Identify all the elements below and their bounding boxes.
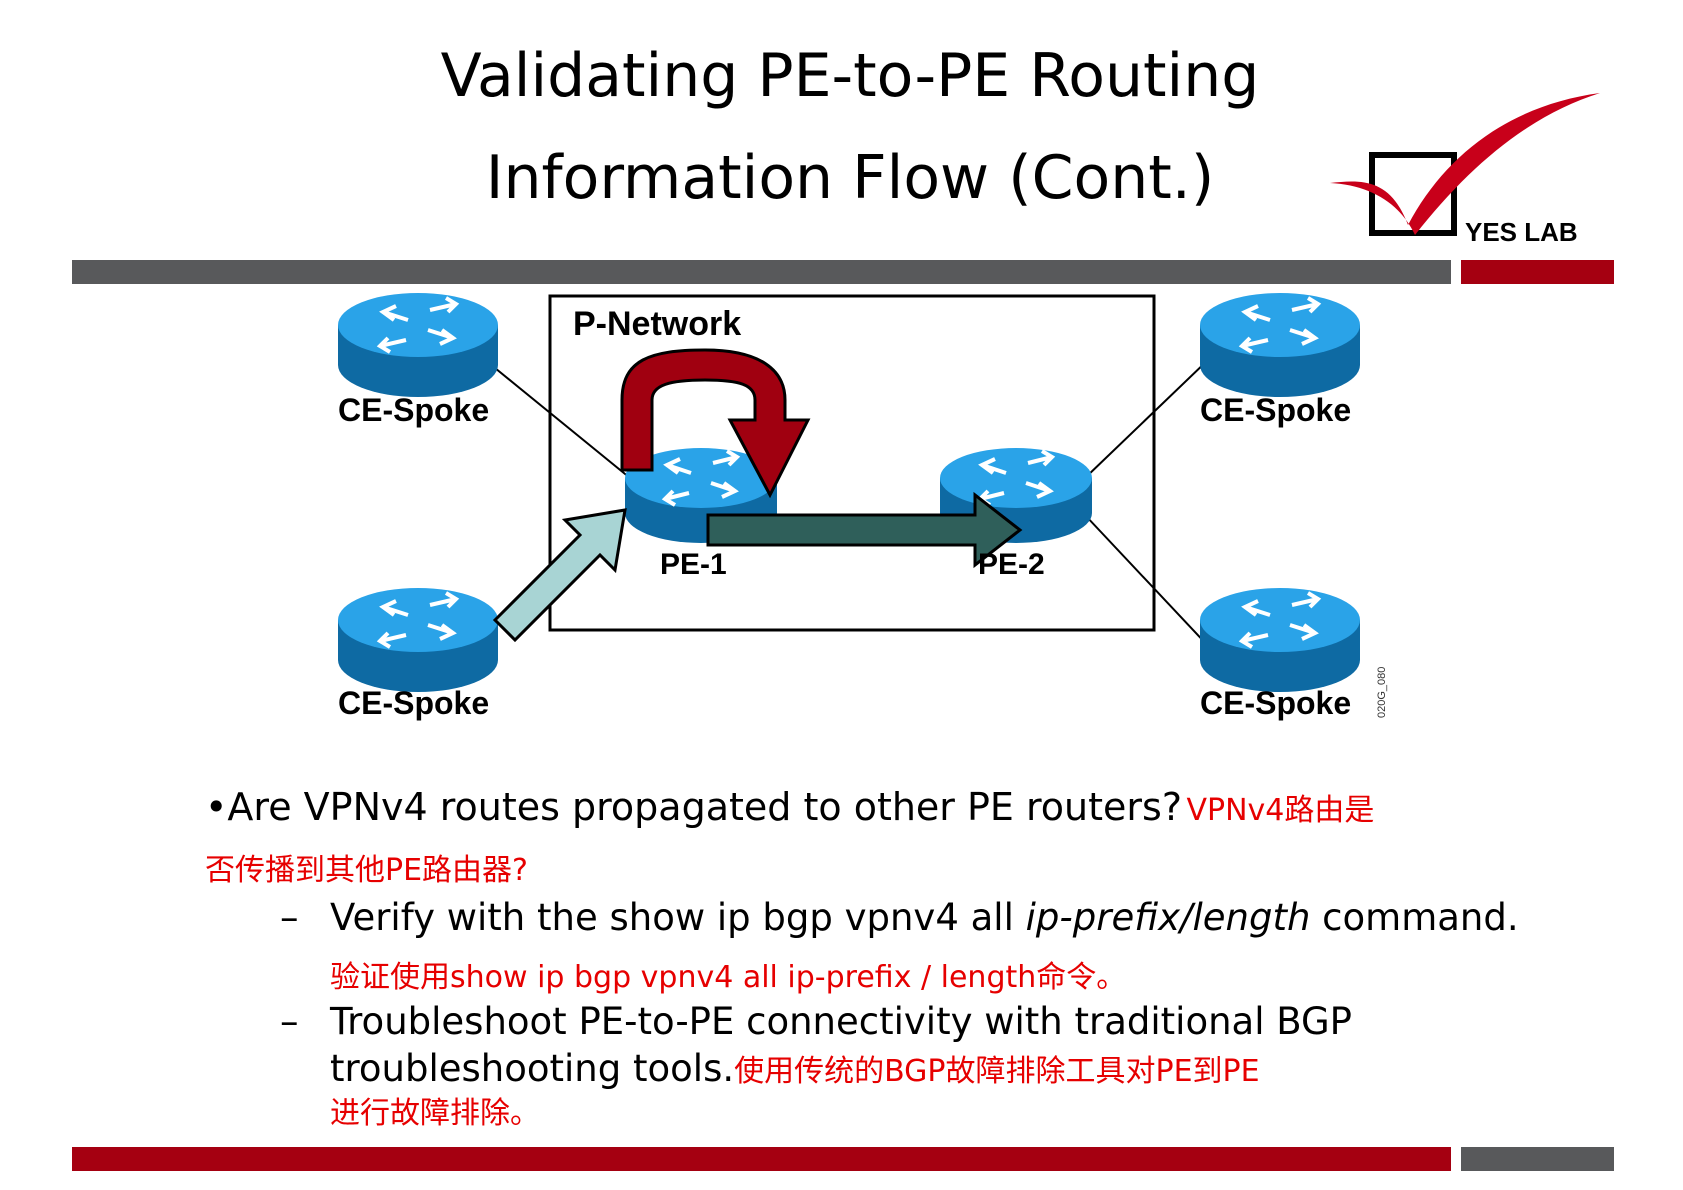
router-icon (1200, 588, 1360, 692)
yes-lab-text: YES LAB (1465, 217, 1578, 247)
dash-1: – (280, 896, 299, 939)
ce-spoke-top-left-label: CE-Spoke (338, 392, 490, 428)
top-gray-bar (72, 260, 1451, 284)
bullet-1-cn-b: 否传播到其他PE路由器? (205, 853, 528, 888)
yes-lab-logo (1330, 93, 1600, 236)
link-ce-tr-pe2 (1084, 357, 1211, 479)
router-icon (1200, 293, 1360, 397)
logo-box (1369, 152, 1457, 236)
link-ce-br-pe2 (1084, 514, 1211, 649)
slide-title-line2: Information Flow (Cont.) (485, 143, 1215, 213)
dash-2: – (280, 1000, 299, 1043)
sub-1-italic: ip-prefix/length (1025, 896, 1311, 939)
ce-spoke-bottom-right-label: CE-Spoke (1200, 685, 1352, 721)
loop-arrow-icon (620, 348, 811, 499)
arrow-up-icon (492, 508, 627, 643)
bullet-1: •Are VPNv4 routes propagated to other PE… (205, 785, 1374, 829)
sub-2-cn-a: 使用传统的BGP故障排除工具对PE到PE (734, 1054, 1260, 1089)
p-network-box (548, 294, 1156, 632)
bottom-gray-bar (1461, 1147, 1614, 1171)
checkmark-icon (1330, 93, 1600, 235)
link-ce-tl-pe1 (494, 367, 631, 479)
sub-1-cn: 验证使用show ip bgp vpnv4 all ip-prefix / le… (330, 960, 1127, 995)
figure-code: 020G_080 (1376, 667, 1388, 718)
top-red-bar (1461, 260, 1614, 284)
sub-2-line-1: Troubleshoot PE-to-PE connectivity with … (330, 1000, 1352, 1043)
p-network-label: P-Network (573, 305, 742, 343)
router-icon (338, 588, 498, 692)
ce-spoke-bottom-left-label: CE-Spoke (338, 685, 490, 721)
sub-bullet-1: Verify with the show ip bgp vpnv4 all ip… (330, 896, 1519, 939)
sub-1-text-b: command. (1310, 896, 1519, 939)
router-icon (338, 293, 498, 397)
pe2-label: PE-2 (978, 548, 1045, 581)
bullet-1-text: •Are VPNv4 routes propagated to other PE… (205, 785, 1182, 829)
arrow-right-icon (706, 491, 1023, 569)
sub-2-line-2: troubleshooting tools.使用传统的BGP故障排除工具对PE到… (330, 1046, 1260, 1090)
bullet-1-cn-a: VPNv4路由是 (1186, 793, 1375, 828)
slide-title-line1: Validating PE-to-PE Routing (440, 41, 1260, 111)
pe1-label: PE-1 (660, 548, 727, 581)
router-icon (625, 448, 777, 543)
sub-2-cn-b: 进行故障排除。 (330, 1096, 540, 1131)
bottom-red-bar (72, 1147, 1451, 1171)
sub-1-text-a: Verify with the show ip bgp vpnv4 all (330, 896, 1026, 939)
router-icon (940, 448, 1092, 543)
ce-spoke-top-right-label: CE-Spoke (1200, 392, 1352, 428)
sub-2-text-b: troubleshooting tools. (330, 1047, 735, 1090)
